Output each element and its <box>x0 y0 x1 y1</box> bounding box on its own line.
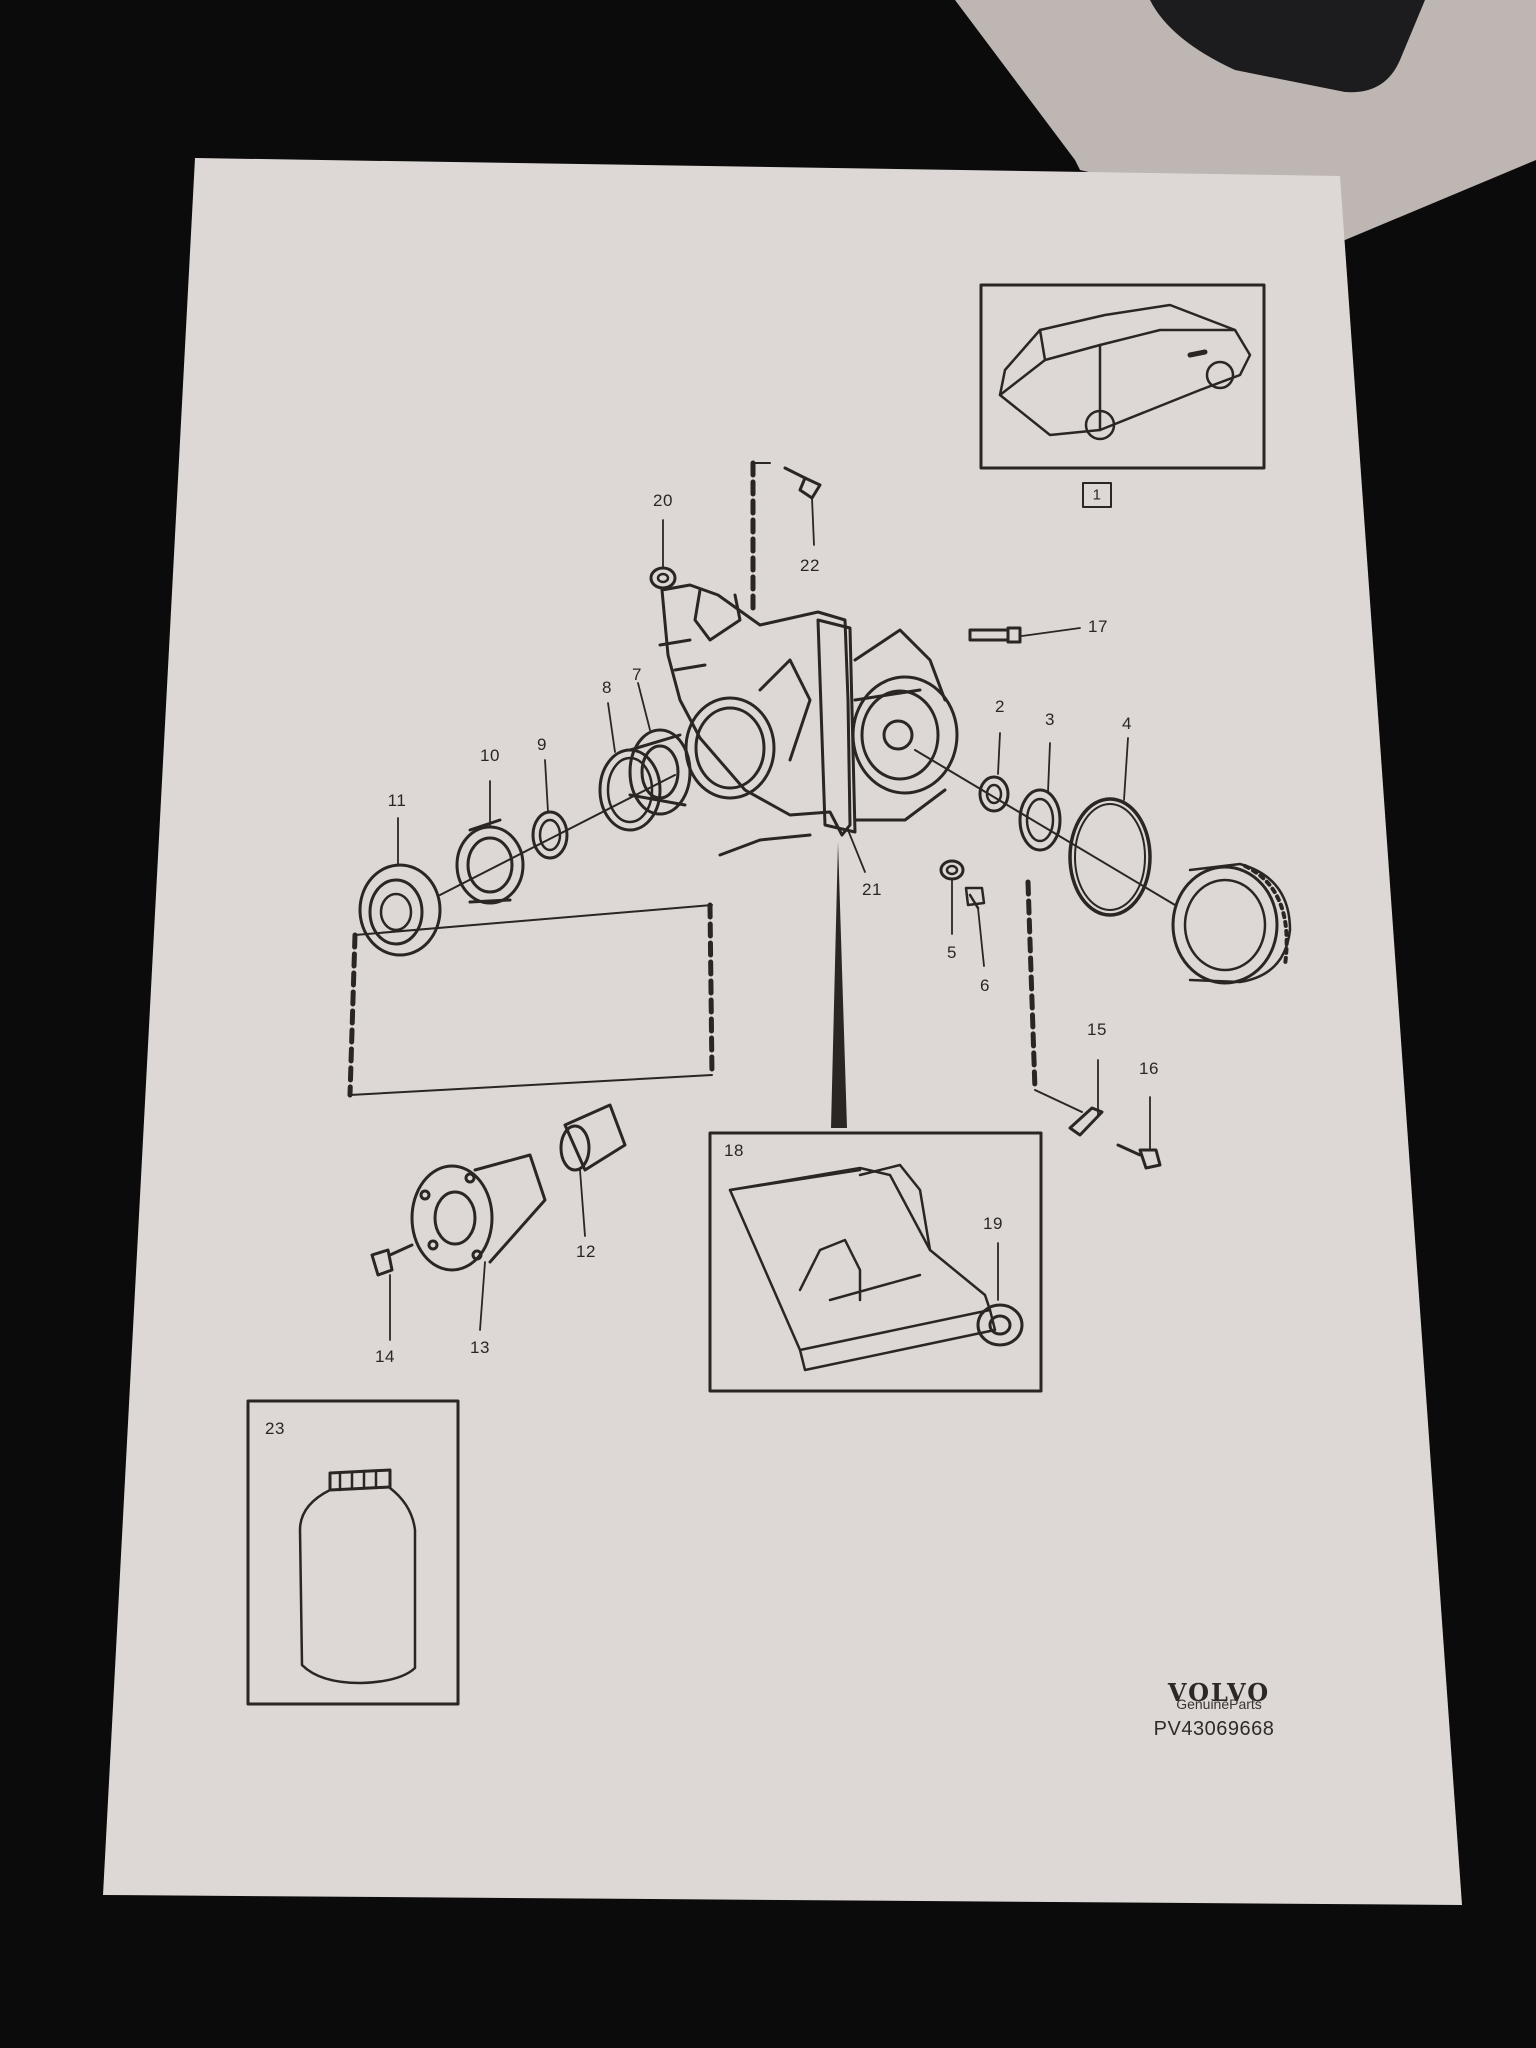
callout-20: 20 <box>653 491 673 510</box>
part-17-bolt <box>968 626 1022 644</box>
dashed-route-lines <box>347 460 1038 1098</box>
callout-4: 4 <box>1122 714 1132 733</box>
callout-18: 18 <box>724 1141 744 1160</box>
callout-3: 3 <box>1045 710 1055 729</box>
callout-10: 10 <box>480 746 500 765</box>
callout-7: 7 <box>632 665 642 684</box>
part-3-race <box>1018 788 1062 852</box>
callout-19: 19 <box>983 1214 1003 1233</box>
callout-14: 14 <box>375 1347 395 1366</box>
part-11-seal <box>358 863 442 957</box>
part-number: PV43069668 <box>1153 1718 1275 1740</box>
part-8-ring <box>598 748 662 832</box>
callout-2: 2 <box>995 697 1005 716</box>
part-4-o-ring <box>1068 797 1152 917</box>
callout-22: 22 <box>800 556 820 575</box>
cover-flange <box>1171 862 1292 985</box>
callout-8: 8 <box>602 678 612 697</box>
part-2-seal <box>978 775 1010 813</box>
part-10-bearing <box>455 818 525 905</box>
callout-11: 11 <box>387 791 407 810</box>
callout-21: 21 <box>862 880 882 899</box>
part-5-washer <box>939 859 965 881</box>
part-15-bracket <box>1068 1106 1104 1137</box>
callout-6: 6 <box>980 976 990 995</box>
part-13-flange <box>410 1153 547 1272</box>
callout-box-1 <box>1082 482 1112 508</box>
brand-tagline: GenuineParts <box>1176 1696 1262 1712</box>
callout-12: 12 <box>576 1242 596 1261</box>
brand-logo: VOLVO <box>1167 1678 1271 1707</box>
callout-15: 15 <box>1087 1020 1107 1039</box>
part-14-bolt <box>370 1243 414 1277</box>
callout-5: 5 <box>947 943 957 962</box>
callout-23: 23 <box>265 1419 285 1438</box>
callout-13: 13 <box>470 1338 490 1357</box>
vehicle-overview-inset <box>979 283 1266 470</box>
differential-housing <box>658 583 959 857</box>
paper-sheet <box>103 158 1462 1905</box>
fluid-bottle-inset-23 <box>246 1399 460 1706</box>
pointer-arrow <box>831 842 847 1128</box>
callout-1: 1 <box>1092 486 1102 504</box>
assembly-guide-lines <box>349 462 1083 1113</box>
callout-17: 17 <box>1088 617 1108 636</box>
part-19-nut <box>976 1242 1024 1347</box>
mount-detail-inset-18 <box>708 1131 1043 1393</box>
callout-9: 9 <box>537 735 547 754</box>
callout-16: 16 <box>1139 1059 1159 1078</box>
part-9-race <box>531 810 569 860</box>
part-12-sleeve <box>559 1103 627 1172</box>
callout-leader-lines <box>389 497 1151 1341</box>
part-6-plug <box>964 886 986 910</box>
phone-corner <box>1150 0 1425 93</box>
